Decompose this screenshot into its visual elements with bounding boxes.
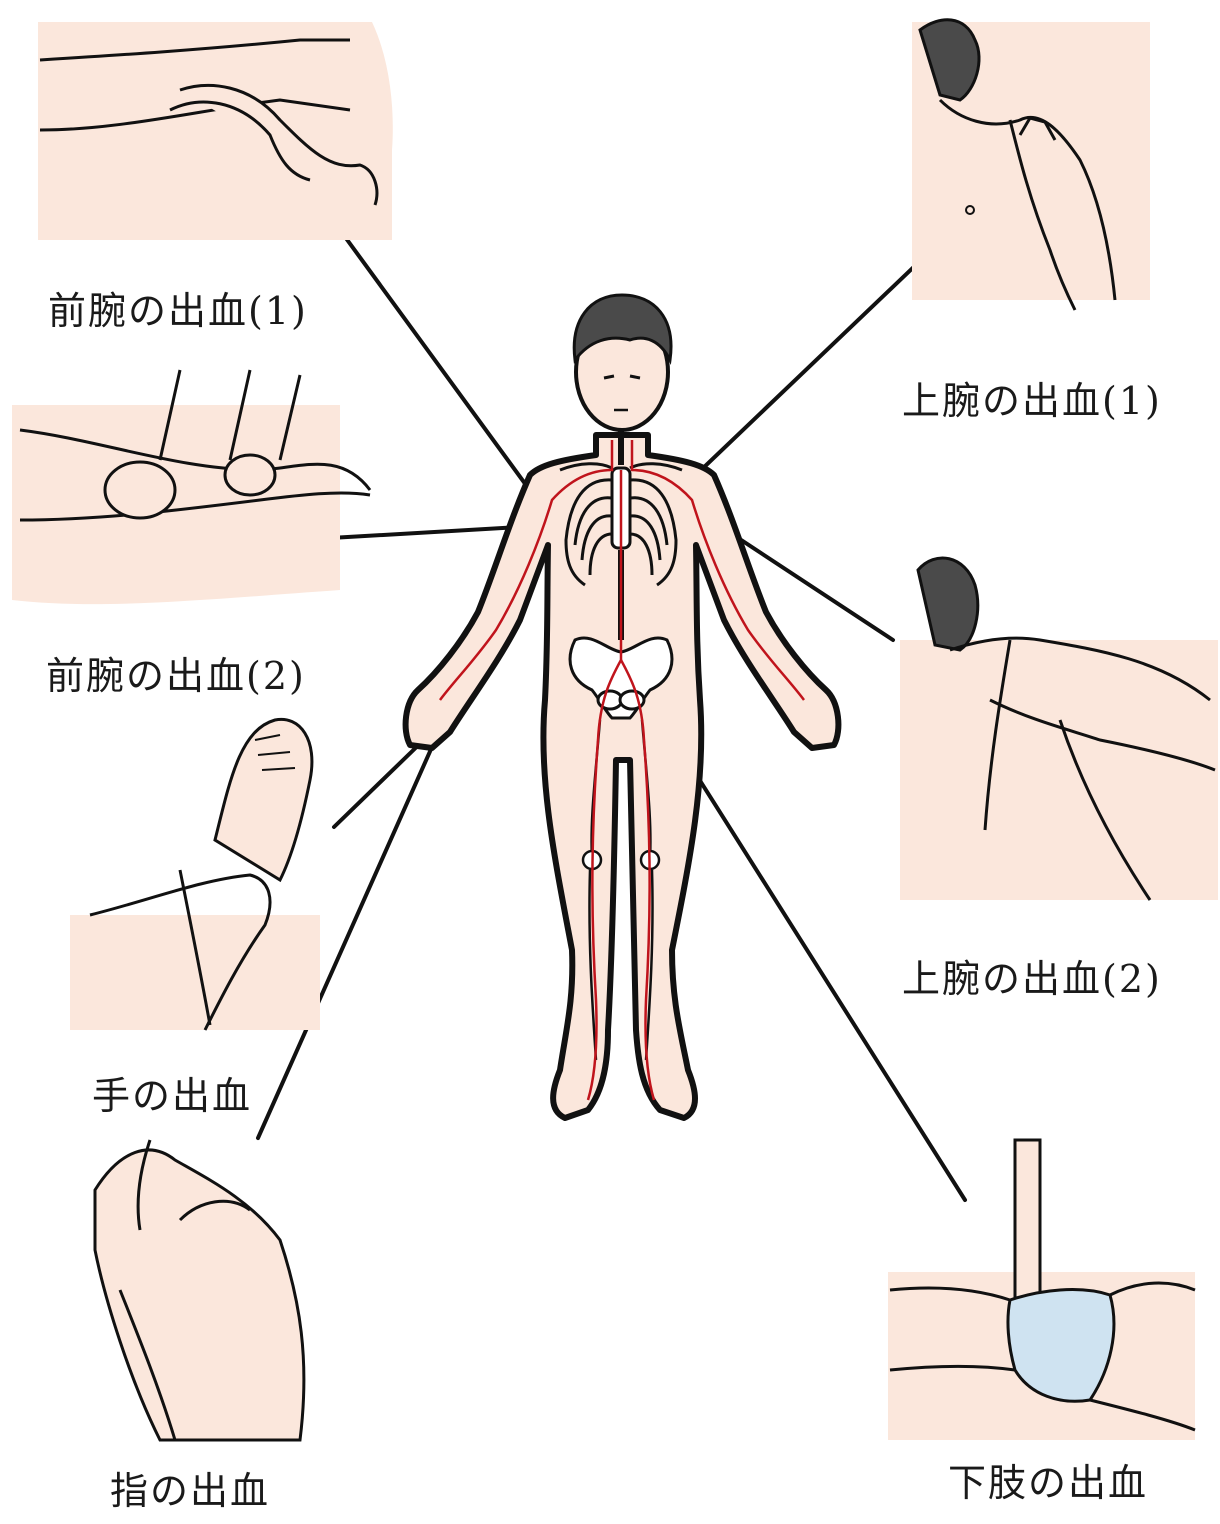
vignette-forearm1 xyxy=(38,22,393,240)
label-upper-arm-bleeding-2: 上腕の出血(2) xyxy=(902,948,1162,1003)
label-lower-limb-bleeding: 下肢の出血 xyxy=(948,1452,1148,1507)
vignette-lower-limb xyxy=(888,1140,1195,1440)
vignette-upperarm2 xyxy=(900,558,1218,900)
label-upper-arm-bleeding-1: 上腕の出血(1) xyxy=(902,370,1162,425)
leader-line-forearm1 xyxy=(340,230,553,522)
arteries xyxy=(440,440,804,1100)
head xyxy=(574,295,671,430)
label-forearm-bleeding-1: 前腕の出血(1) xyxy=(48,280,308,335)
vignette-finger xyxy=(95,1140,304,1440)
vignette-hand xyxy=(70,719,320,1030)
vignette-forearm2 xyxy=(12,370,370,604)
leader-line-upperarm1 xyxy=(678,240,942,492)
body-figure xyxy=(406,295,839,1118)
label-finger-bleeding: 指の出血 xyxy=(110,1460,270,1515)
label-forearm-bleeding-2: 前腕の出血(2) xyxy=(46,645,306,700)
vignette-upperarm1 xyxy=(912,20,1150,310)
label-hand-bleeding: 手の出血 xyxy=(92,1065,252,1120)
